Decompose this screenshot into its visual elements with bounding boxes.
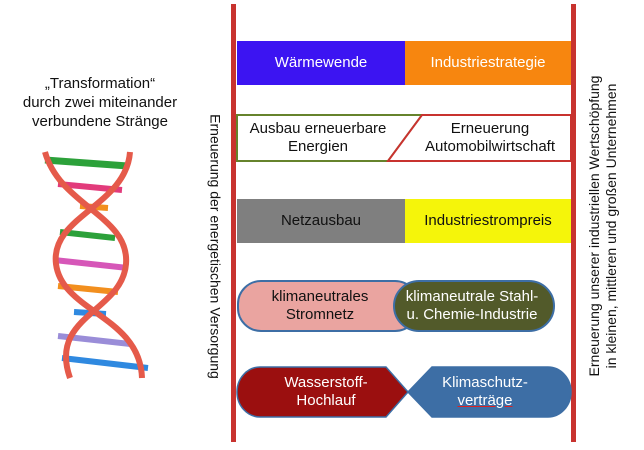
caption-line-1: „Transformation“ [44,75,156,92]
industriestrategie-box: Industriestrategie [405,41,571,85]
left-pillar [231,4,236,442]
wasserstoff-line-1: Wasserstoff- [284,374,368,391]
rung-green-1 [44,156,129,170]
automobil-line-2: Automobilwirtschaft [424,138,556,155]
caption-line-2: durch zwei miteinander [22,94,178,111]
waermewende-box: Wärmewende [237,41,405,85]
dna-strand-1 [42,151,130,380]
right-pillar [571,4,576,442]
dna-helix-icon [42,151,149,380]
right-pillar-label: Erneuerung unserer industriellen Wertsch… [586,26,620,426]
row2-split-box [236,114,572,162]
rung-blue-2 [61,355,149,371]
automobilwirtschaft-label: Erneuerung Automobilwirtschaft [410,117,570,159]
wasserstoff-label: Wasserstoff- Hochlauf [256,367,396,417]
stromnetz-line-2: Stromnetz [285,306,355,323]
stahl-chemie-line-2: u. Chemie-Industrie [406,306,538,323]
automobil-shape [386,114,572,162]
dna-rungs [44,156,149,371]
dna-strand-2 [52,151,145,379]
right-pillar-label-line-2: in kleinen, mittleren und großen Unterne… [603,83,619,369]
klimaschutz-label: Klimaschutz- verträge [420,367,550,417]
ausbau-erneuerbare-label: Ausbau erneuerbare Energien [238,117,398,159]
caption-line-3: verbundene Stränge [32,113,168,130]
stromnetz-label: klimaneutrales Stromnetz [245,282,395,330]
rung-green-2 [59,229,116,241]
stromnetz-line-1: klimaneutrales [271,288,369,305]
klimaschutz-shape [406,366,572,418]
ausbau-line-1: Ausbau erneuerbare [249,120,387,137]
industriestrompreis-box: Industriestrompreis [405,199,571,243]
right-pillar-label-line-1: Erneuerung unserer industriellen Wertsch… [586,75,602,377]
wasserstoff-line-2: Hochlauf [296,392,356,409]
klimaschutz-line-2: verträge [457,392,513,409]
left-pillar-label: Erneuerung der energetischen Versorgung [207,67,224,427]
ausbau-line-2: Energien [287,138,349,155]
klimaschutz-line-1: Klimaschutz- [442,374,528,391]
netzausbau-box: Netzausbau [237,199,405,243]
left-pillar-label-text: Erneuerung der energetischen Versorgung [207,114,224,379]
stahl-chemie-label: klimaneutrale Stahl- u. Chemie-Industrie [396,282,548,330]
stahl-chemie-pill [393,280,555,332]
stahl-chemie-line-1: klimaneutrale Stahl- [405,288,539,305]
row5-arrows [236,366,572,418]
wasserstoff-shape [236,366,409,418]
netzausbau-label: Netzausbau [280,212,362,229]
diagram-caption: „Transformation“ durch zwei miteinander … [0,74,200,131]
industriestrompreis-label: Industriestrompreis [424,212,552,229]
waermewende-label: Wärmewende [274,54,368,71]
automobil-line-1: Erneuerung [450,120,530,137]
rung-pink-2 [53,257,129,271]
industriestrategie-label: Industriestrategie [430,54,546,71]
